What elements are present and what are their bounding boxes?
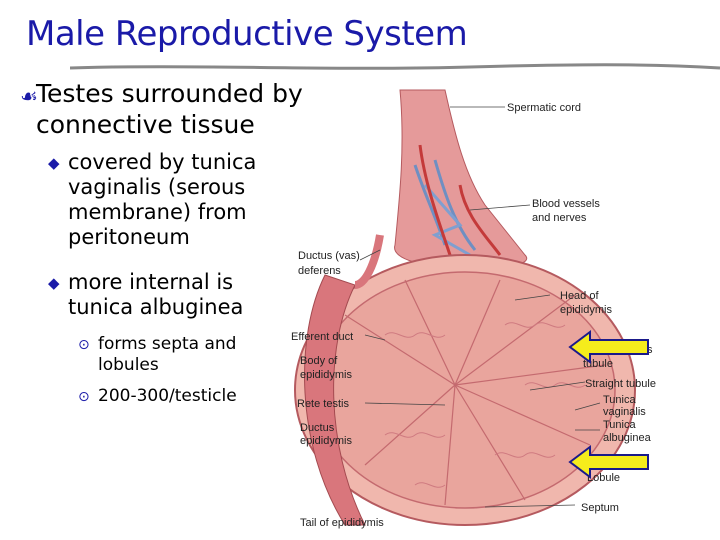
label-tunica-vaginalis-1: Tunica [603,394,636,406]
lobules-shape [344,279,606,506]
label-blood-vessels-1: Blood vessels [532,198,600,210]
label-head-epididymis-2: epididymis [560,304,612,316]
bullet-level2-icon: ◆ [48,154,60,172]
spermatic-cord-shape [394,89,528,270]
slide-title: Male Reproductive System [26,14,468,54]
label-ductus-epididymis-2: epididymis [300,435,352,447]
label-rete-testis: Rete testis [297,398,349,410]
ductus-deferens-shape [354,234,384,289]
bullet-level1-icon: ☙ [20,84,38,108]
label-lobule-partial: Lobule [587,472,620,484]
label-body-epididymis-2: epididymis [300,369,352,381]
bullet-level3-icon: ⊙ [78,337,90,353]
label-ductus-epididymis-1: Ductus [300,422,335,434]
arrow-tunica-vaginalis-icon [568,330,649,364]
bullet-testes: Testes surrounded by connective tissue [36,79,303,139]
bullet-tunica-vaginalis: covered by tunica vaginalis (serous memb… [68,150,257,249]
arrow-tunica-albuginea-icon [568,445,649,479]
label-ductus-deferens-2: deferens [298,265,341,277]
title-underline [70,63,720,70]
label-spermatic-cord: Spermatic cord [507,102,581,114]
bullet-lobule-count: 200-300/testicle [98,386,237,406]
label-tunica-albuginea-1: Tunica [603,419,636,431]
label-efferent-duct: Efferent duct [291,331,353,343]
label-seminiferous-partial: s [647,344,653,356]
blood-vessels-shape [413,144,502,257]
leader-lines [359,106,601,508]
bullet-level3-icon: ⊙ [78,389,90,405]
label-head-epididymis-1: Head of [560,290,599,302]
label-ductus-deferens-1: Ductus (vas) [298,250,360,262]
label-blood-vessels-2: and nerves [532,212,587,224]
epididymis-shape [304,274,366,526]
testis-diagram: Spermatic cord Blood vessels and nerves … [291,89,656,529]
label-tail-epididymis: Tail of epididymis [300,517,384,529]
seminiferous-tubules-shape [384,322,586,488]
label-tunica-vaginalis-2: vaginalis [603,406,646,418]
label-body-epididymis-1: Body of [300,355,338,367]
label-tunica-albuginea-2: albuginea [603,432,652,444]
bullet-tunica-albuginea: more internal is tunica albuginea [68,270,244,319]
label-straight-tubule: Straight tubule [585,378,656,390]
label-septum: Septum [581,502,619,514]
bullet-septa-lobules: forms septa and lobules [98,334,237,375]
bullet-level2-icon: ◆ [48,274,60,292]
